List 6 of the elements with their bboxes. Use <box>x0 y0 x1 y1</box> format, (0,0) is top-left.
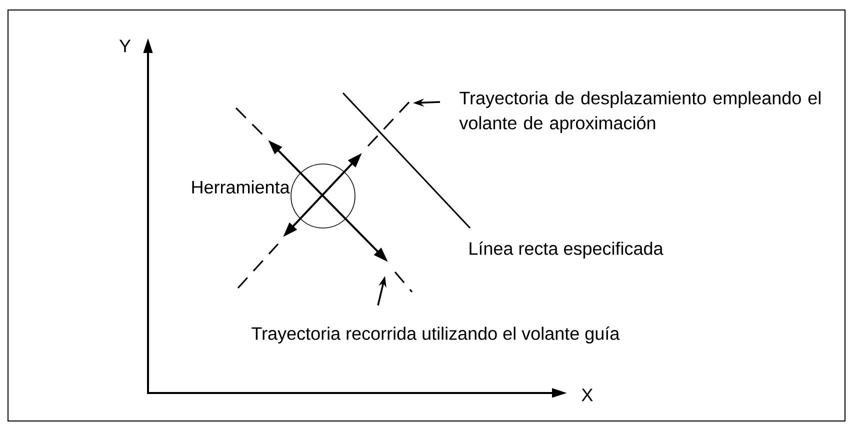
tool-label: Herramienta <box>192 180 290 194</box>
axis-label: Y <box>119 40 131 52</box>
annotation-text: Trayectoria recorrida utilizando el volante guía <box>252 326 620 344</box>
line-label: Línea recta especificada <box>470 242 664 258</box>
axis-label: X <box>582 388 593 402</box>
annotation-text: Trayectoria de desplazamiento empleando el volante de aproximación <box>459 91 820 133</box>
